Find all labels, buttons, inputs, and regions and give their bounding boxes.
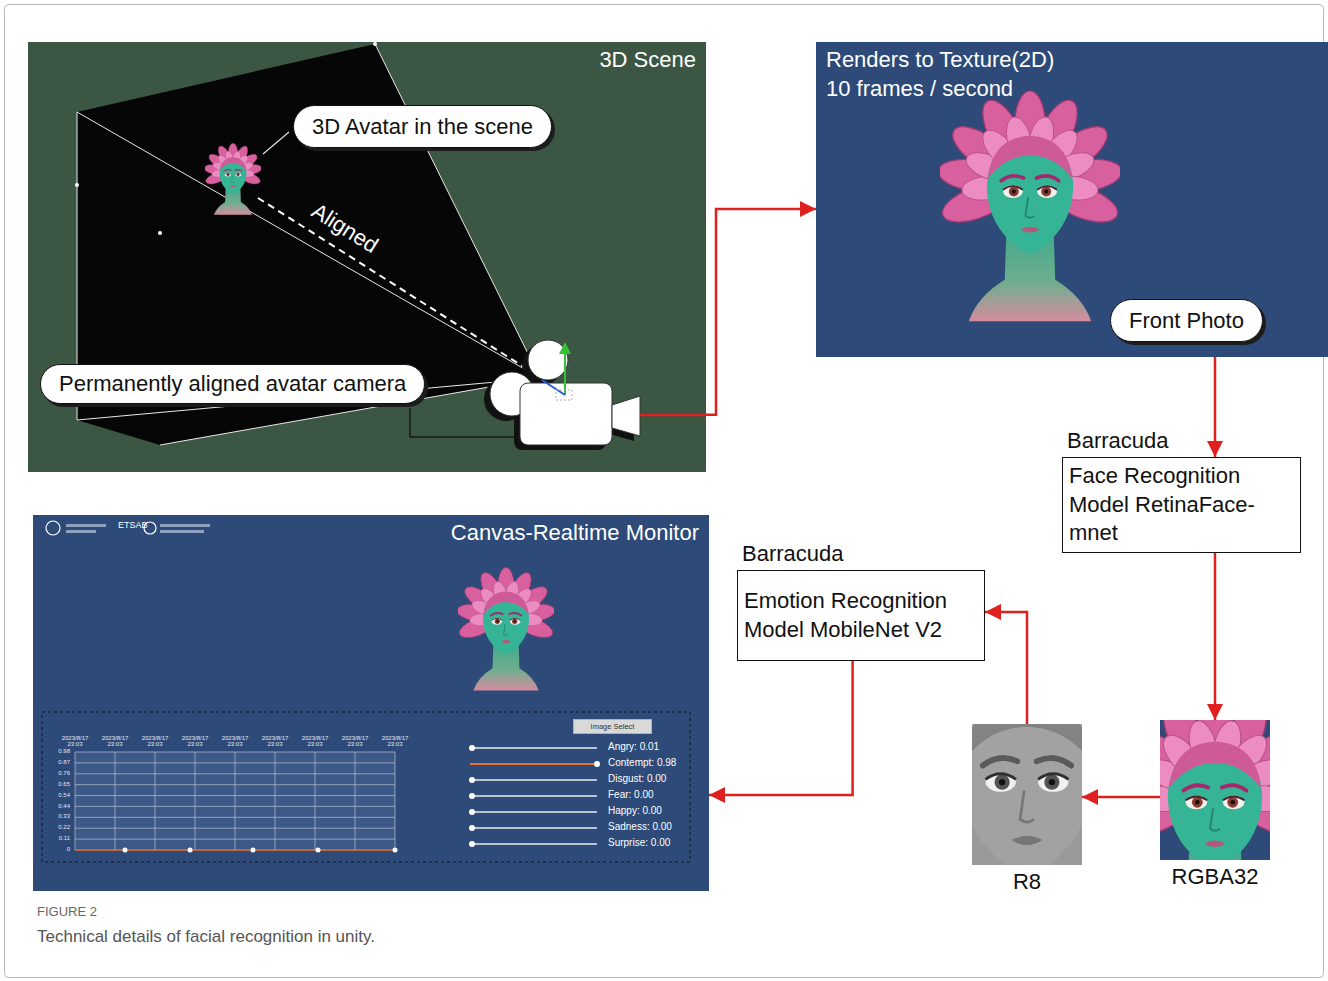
- logo-text: ETSAB: [118, 521, 148, 530]
- flow-arrow: [709, 661, 853, 795]
- axis-time: 2023/8/17 23:03: [56, 735, 94, 748]
- callout-pill: Front Photo: [1110, 299, 1263, 342]
- axis-value: 0.54: [46, 792, 70, 798]
- figure-number: FIGURE 2: [37, 905, 97, 919]
- axis-value: 0: [46, 846, 70, 852]
- button-label: Image Select: [591, 722, 635, 731]
- emotion-score: Surprise: 0.00: [608, 838, 670, 849]
- panel-title: 10 frames / second: [816, 75, 1328, 104]
- emotion-score: Angry: 0.01: [608, 742, 659, 753]
- axis-time: 2023/8/17 23:03: [296, 735, 334, 748]
- callout-text: 3D Avatar in the scene: [312, 114, 533, 140]
- axis-time: 2023/8/17 23:03: [176, 735, 214, 748]
- emotion-score: Disgust: 0.00: [608, 774, 666, 785]
- image-thumb: R8: [972, 724, 1082, 865]
- render-panel: Renders to Texture(2D)10 frames / second…: [816, 42, 1328, 357]
- button: Image Select: [573, 719, 652, 734]
- image-label: R8: [952, 869, 1102, 895]
- emotion-score: Fear: 0.00: [608, 790, 654, 801]
- callout-text: Front Photo: [1129, 308, 1244, 334]
- emotion-score: Contempt: 0.98: [608, 758, 676, 769]
- axis-time: 2023/8/17 23:03: [96, 735, 134, 748]
- model-box: BarracudaFace Recognition Model RetinaFa…: [1062, 457, 1301, 553]
- axis-time: 2023/8/17 23:03: [336, 735, 374, 748]
- callout-pill: Permanently aligned avatar camera: [40, 364, 425, 404]
- panel-title: 3D Scene: [599, 46, 696, 75]
- panel-title: Canvas-Realtime Monitor: [451, 519, 699, 548]
- axis-value: 0.87: [46, 759, 70, 765]
- box-body: Face Recognition Model RetinaFace-mnet: [1069, 462, 1271, 548]
- figure-caption: Technical details of facial recognition …: [37, 927, 375, 947]
- axis-time: 2023/8/17 23:03: [136, 735, 174, 748]
- model-box: BarracudaEmotion Recognition Model Mobil…: [737, 570, 985, 661]
- axis-time: 2023/8/17 23:03: [256, 735, 294, 748]
- image-thumb: RGBA32: [1160, 720, 1270, 860]
- flow-arrow: [1214, 357, 1217, 457]
- box-body: Emotion Recognition Model MobileNet V2: [744, 587, 974, 644]
- flow-arrow: [985, 612, 1027, 724]
- axis-value: 0.11: [46, 835, 70, 841]
- emotion-score: Happy: 0.00: [608, 806, 662, 817]
- emotion-score: Sadness: 0.00: [608, 822, 672, 833]
- callout-pill: 3D Avatar in the scene: [293, 105, 552, 148]
- axis-value: 0.33: [46, 813, 70, 819]
- axis-value: 0.65: [46, 781, 70, 787]
- axis-value: 0.76: [46, 770, 70, 776]
- image-label: RGBA32: [1140, 864, 1290, 890]
- axis-time: 2023/8/17 23:03: [216, 735, 254, 748]
- monitor-panel: Canvas-Realtime MonitorImage Select: [33, 515, 709, 891]
- callout-text: Permanently aligned avatar camera: [59, 371, 406, 397]
- panel-title: Renders to Texture(2D): [816, 42, 1328, 75]
- scene-panel: 3D Scene 3D Avatar in the scenePermanentl…: [28, 42, 706, 472]
- box-heading: Barracuda: [742, 540, 844, 569]
- flow-arrow: [1082, 796, 1160, 799]
- axis-time: 2023/8/17 23:03: [376, 735, 414, 748]
- box-heading: Barracuda: [1067, 427, 1169, 456]
- axis-value: 0.44: [46, 803, 70, 809]
- axis-value: 0.98: [46, 748, 70, 754]
- flow-arrow: [706, 209, 816, 415]
- axis-value: 0.22: [46, 824, 70, 830]
- flow-arrow: [1214, 553, 1217, 720]
